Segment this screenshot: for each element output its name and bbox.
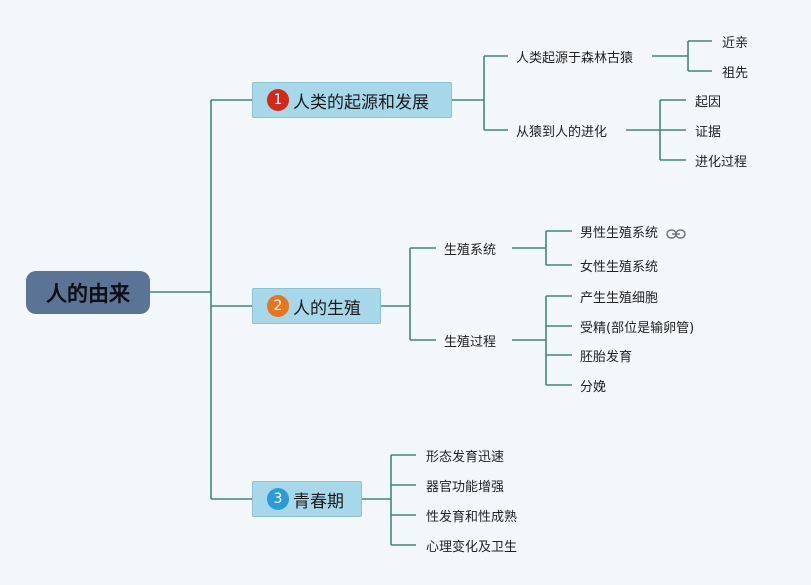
topic-sexual-maturity[interactable]: 性发育和性成熟 — [426, 510, 518, 525]
topic-female-system[interactable]: 女性生殖系统 — [580, 260, 659, 275]
topic-reproduction-process[interactable]: 生殖过程 — [444, 335, 497, 350]
topic-ancestor[interactable]: 祖先 — [722, 66, 749, 81]
topic-embryo-development[interactable]: 胚胎发育 — [580, 350, 633, 365]
root-topic-label: 人的由来 — [46, 281, 130, 306]
topic-evidence[interactable]: 证据 — [695, 125, 722, 140]
branch-label: 人类的起源和发展 — [293, 92, 429, 113]
number-badge: 3 — [267, 488, 289, 510]
topic-organ-function[interactable]: 器官功能增强 — [426, 480, 505, 495]
number-badge: 2 — [267, 295, 289, 317]
topic-fertilization[interactable]: 受精(部位是输卵管) — [580, 321, 695, 336]
topic-childbirth[interactable]: 分娩 — [580, 380, 607, 395]
topic-label: 男性生殖系统 — [580, 226, 659, 241]
topic-male-system[interactable]: 男性生殖系统 — [580, 222, 686, 241]
root-topic[interactable]: 人的由来 — [26, 271, 150, 314]
topic-ape-to-human[interactable]: 从猿到人的进化 — [516, 125, 608, 140]
topic-germ-cells[interactable]: 产生生殖细胞 — [580, 291, 659, 306]
topic-cause[interactable]: 起因 — [695, 95, 722, 110]
topic-origin-ancient-ape[interactable]: 人类起源于森林古猿 — [516, 51, 634, 66]
topic-evolution-process[interactable]: 进化过程 — [695, 155, 748, 170]
branch-label: 人的生殖 — [293, 298, 361, 319]
branch-puberty[interactable]: 3 青春期 — [252, 481, 362, 517]
branch-origin-development[interactable]: 1 人类的起源和发展 — [252, 82, 452, 118]
topic-rapid-growth[interactable]: 形态发育迅速 — [426, 450, 505, 465]
number-badge: 1 — [267, 89, 289, 111]
branch-reproduction[interactable]: 2 人的生殖 — [252, 288, 381, 324]
topic-close-relative[interactable]: 近亲 — [722, 36, 749, 51]
link-icon[interactable] — [666, 228, 686, 240]
branch-label: 青春期 — [293, 491, 344, 512]
topic-psychology-hygiene[interactable]: 心理变化及卫生 — [426, 540, 518, 555]
topic-reproductive-system[interactable]: 生殖系统 — [444, 243, 497, 258]
